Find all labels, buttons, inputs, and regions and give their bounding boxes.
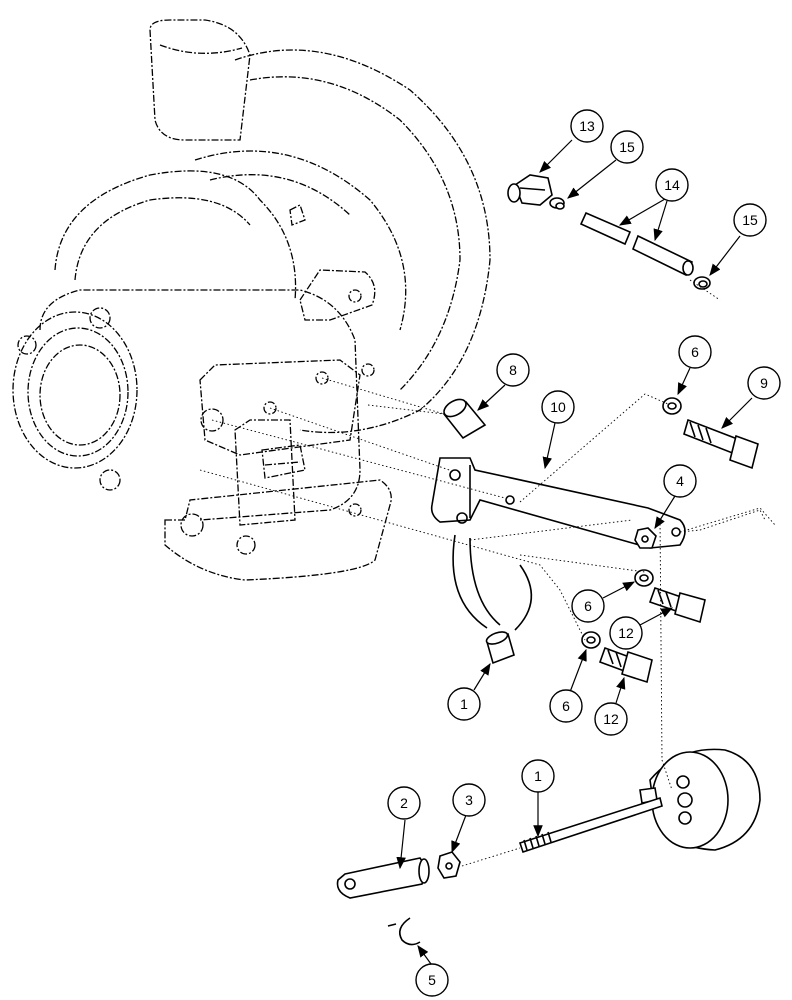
svg-text:6: 6: [562, 698, 570, 714]
callout-8: 8: [477, 353, 530, 411]
washer-top: [662, 397, 682, 415]
callout-6-top: 6: [677, 335, 712, 396]
callout-12-upper: 12: [609, 607, 674, 650]
callout-9: 9: [721, 366, 781, 429]
svg-text:12: 12: [603, 711, 619, 727]
spacer-bushing: [442, 398, 487, 440]
callout-5: 5: [415, 945, 449, 997]
hose-clamp-lower: [693, 276, 711, 290]
callout-12-lower: 12: [594, 676, 628, 736]
svg-text:6: 6: [584, 598, 592, 614]
svg-text:15: 15: [742, 212, 758, 228]
washer-middle: [634, 569, 654, 587]
turbocharger-housing: [12, 19, 491, 581]
svg-text:8: 8: [509, 362, 517, 378]
elbow-fitting: [507, 174, 553, 206]
bolt-short-upper: [648, 586, 706, 624]
callout-6-lower: 6: [549, 648, 587, 723]
callout-15-lower: 15: [709, 203, 767, 276]
svg-text:6: 6: [691, 344, 699, 360]
hose-tube: [579, 211, 694, 277]
callout-4: 4: [654, 464, 697, 530]
svg-text:1: 1: [460, 696, 468, 712]
callout-2: 2: [387, 786, 421, 870]
bolt-short-lower: [598, 646, 653, 684]
svg-text:1: 1: [534, 768, 542, 784]
callout-3: 3: [451, 783, 486, 854]
svg-text:4: 4: [676, 473, 684, 489]
nut: [634, 527, 657, 549]
callout-1-spacer: 1: [447, 662, 491, 721]
svg-text:15: 15: [619, 139, 635, 155]
wastegate-actuator: [639, 748, 761, 851]
actuator-rod: [518, 796, 663, 854]
bolt-long: [683, 418, 759, 470]
svg-text:9: 9: [760, 375, 768, 391]
svg-text:14: 14: [664, 177, 680, 193]
svg-text:10: 10: [550, 399, 566, 415]
svg-text:13: 13: [579, 118, 595, 134]
callout-1-rod: 1: [521, 759, 555, 838]
callout-15-upper: 15: [567, 130, 644, 199]
svg-text:12: 12: [618, 625, 634, 641]
wastegate-bracket: [430, 457, 686, 549]
callout-6-middle: 6: [571, 581, 636, 623]
svg-text:3: 3: [465, 792, 473, 808]
bracket-straps: [452, 534, 533, 631]
callout-10: 10: [541, 390, 575, 470]
callout-14: 14: [618, 168, 689, 242]
hose-clamp-upper: [549, 197, 565, 210]
washer-lower: [581, 631, 601, 649]
svg-text:2: 2: [400, 795, 408, 811]
rod-end-clevis: [336, 857, 430, 899]
retaining-clip: [387, 917, 421, 946]
svg-text:5: 5: [428, 972, 436, 988]
spacer-sleeve: [485, 631, 515, 665]
jam-nut: [437, 851, 461, 879]
callout-13: 13: [539, 109, 604, 173]
alignment-lines: [199, 279, 776, 867]
